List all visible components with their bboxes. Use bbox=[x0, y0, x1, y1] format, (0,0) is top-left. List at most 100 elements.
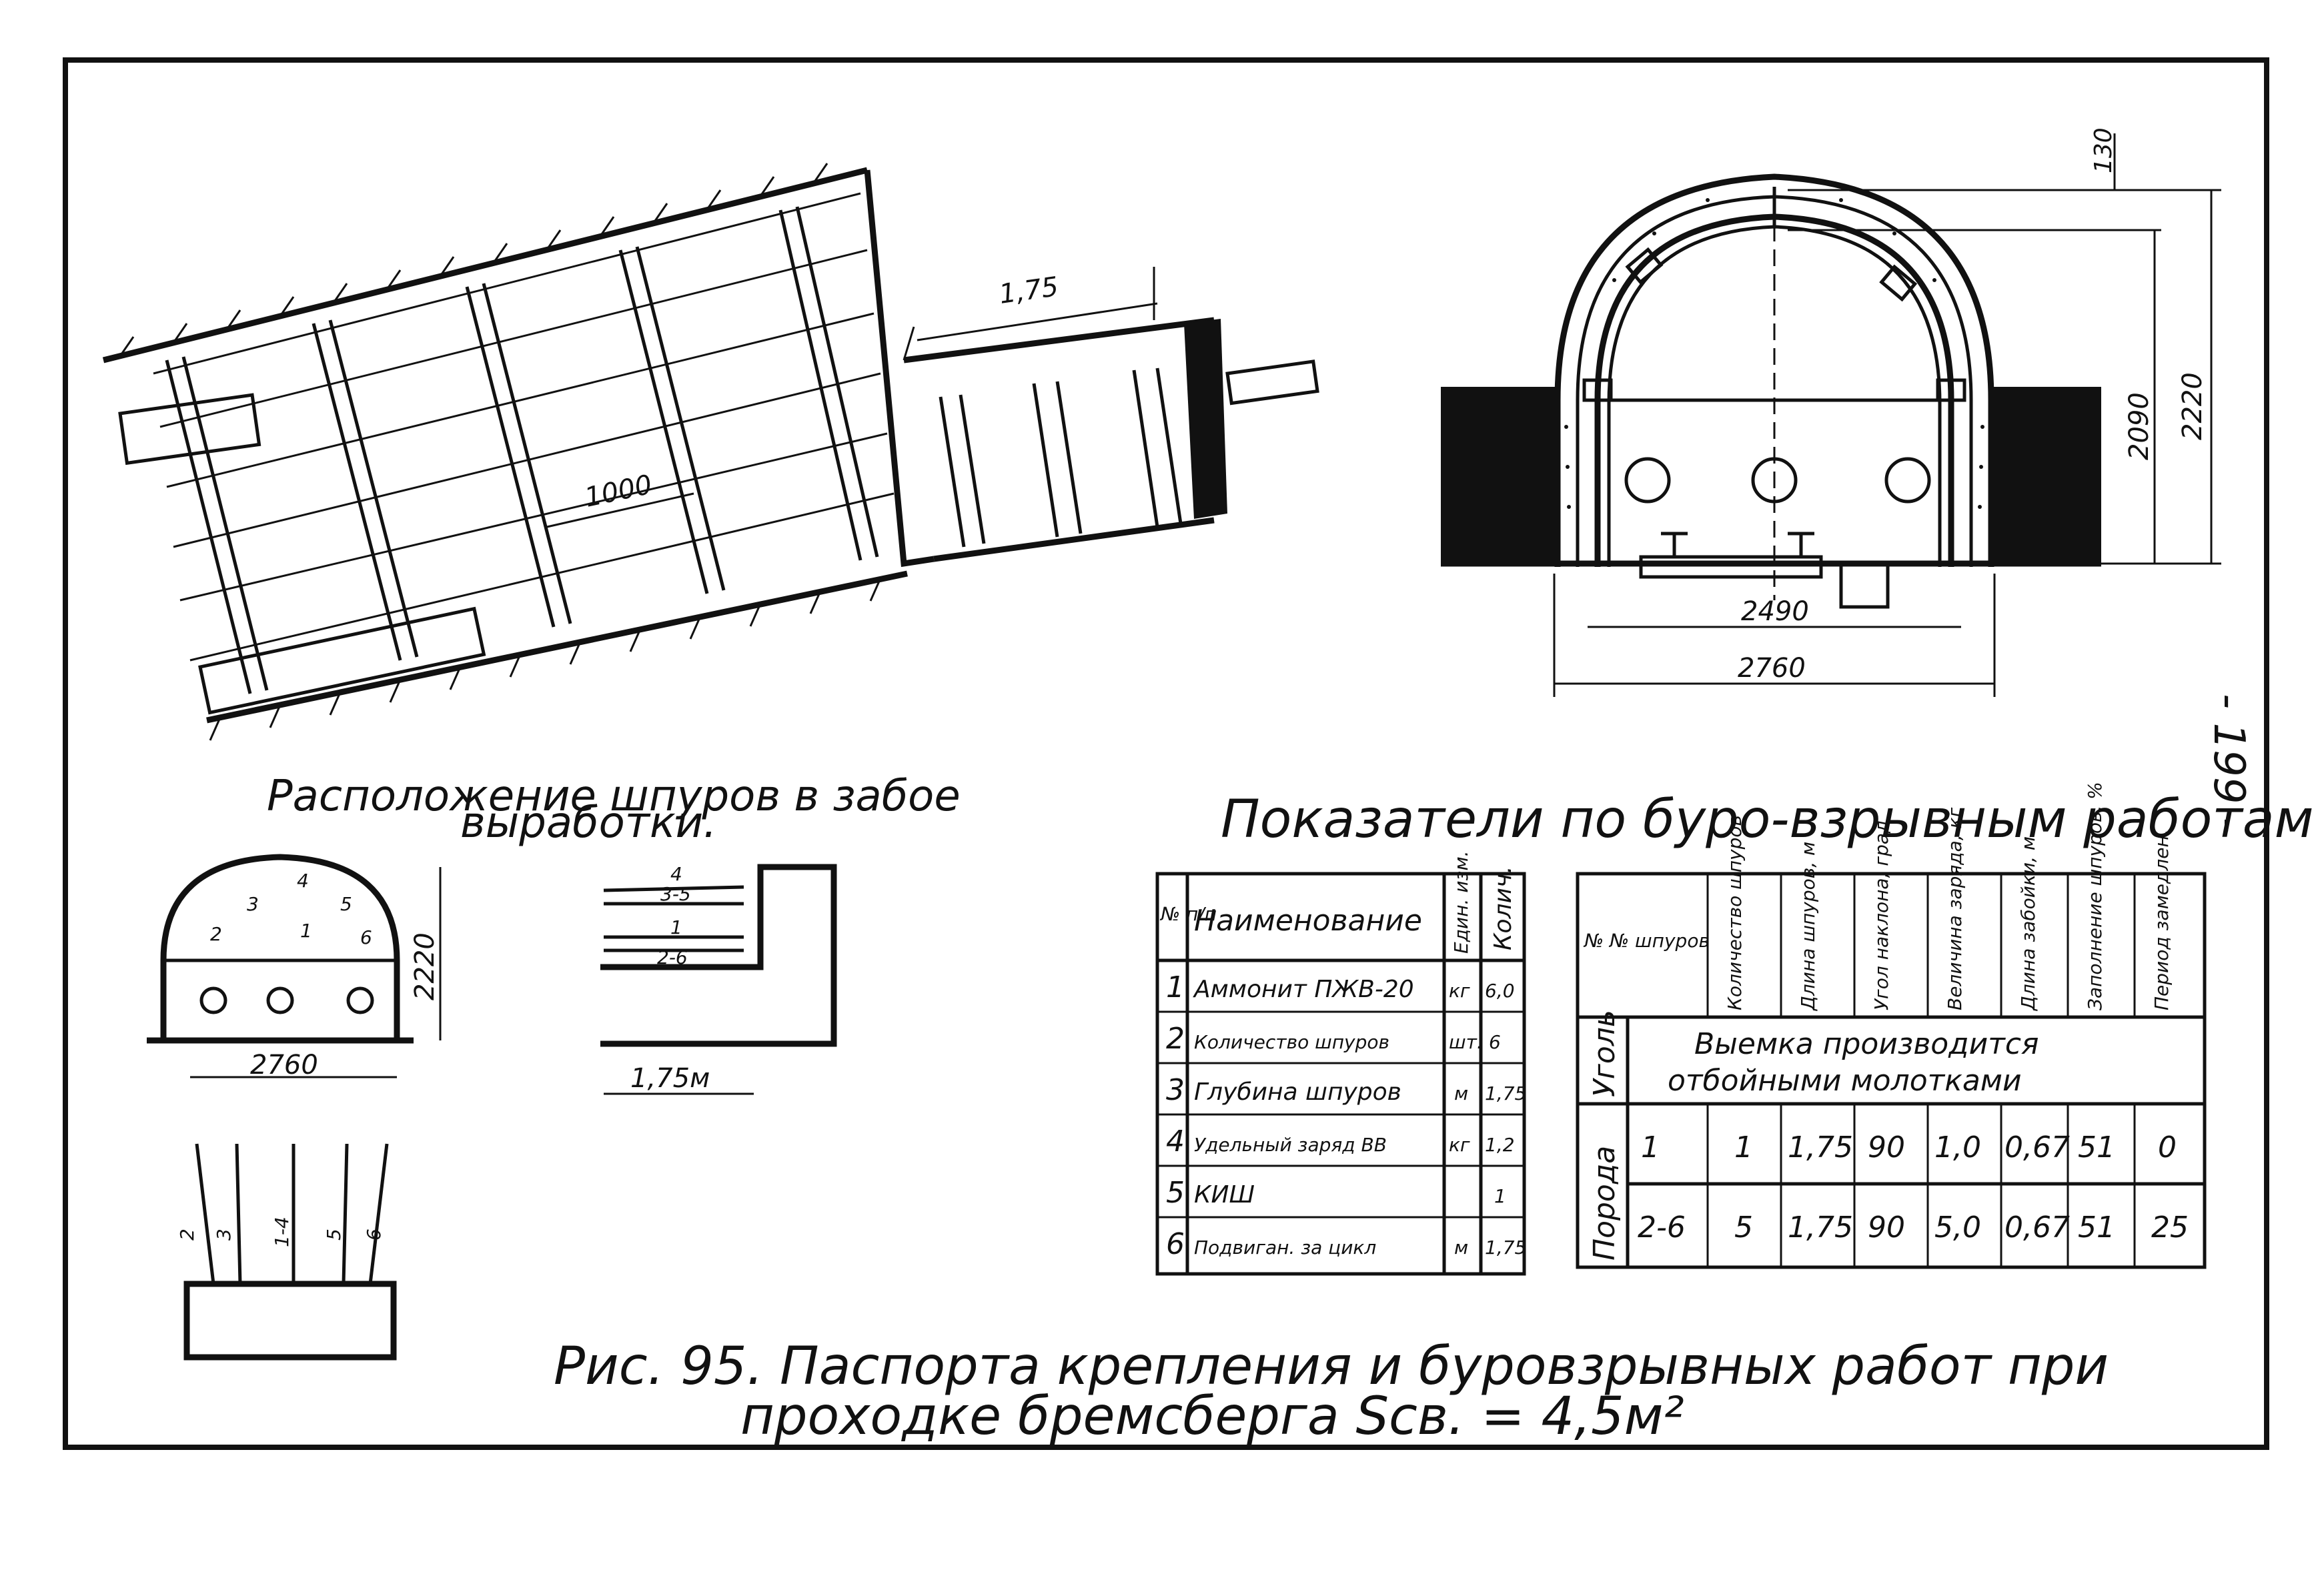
svg-text:90: 90 bbox=[1868, 1211, 1905, 1245]
lagging-boards bbox=[153, 192, 895, 662]
svg-text:1: 1 bbox=[1494, 1185, 1506, 1207]
bvr-title: Показатели по буро-взрывным работам bbox=[1221, 790, 2313, 850]
svg-text:51: 51 bbox=[2078, 1211, 2115, 1245]
floor-line bbox=[206, 570, 908, 724]
side-label-3-5: 3-5 bbox=[660, 883, 691, 905]
arch-clamps bbox=[1582, 187, 1966, 402]
svg-text:кг: кг bbox=[1449, 1134, 1470, 1156]
side-label-2-6: 2-6 bbox=[657, 946, 688, 968]
svg-text:Подвиган. за цикл: Подвиган. за цикл bbox=[1194, 1237, 1376, 1259]
side-outline bbox=[600, 864, 837, 1047]
svg-text:0,67: 0,67 bbox=[2004, 1211, 2070, 1245]
dim-w-outer: 2760 bbox=[1738, 653, 1806, 684]
svg-text:кг: кг bbox=[1449, 980, 1470, 1002]
svg-text:0,67: 0,67 bbox=[2004, 1130, 2070, 1164]
svg-text:Аммонит ПЖВ-20: Аммонит ПЖВ-20 bbox=[1193, 976, 1414, 1003]
svg-text:2: 2 bbox=[1166, 1022, 1185, 1056]
plan-label-1-4: 1-4 bbox=[271, 1217, 293, 1247]
face-hole-2: 2 bbox=[210, 923, 222, 945]
face-props bbox=[939, 367, 1183, 548]
svg-text:Глубина шпуров: Глубина шпуров bbox=[1194, 1078, 1401, 1106]
t1-h-name: Наименование bbox=[1194, 904, 1422, 938]
svg-text:6,0: 6,0 bbox=[1485, 980, 1515, 1002]
face-rock bbox=[1184, 319, 1227, 519]
svg-text:5,0: 5,0 bbox=[1934, 1211, 1981, 1245]
plan-label-6: 6 bbox=[363, 1229, 385, 1241]
t1-row-1: 1 Аммонит ПЖВ-20 кг 6,0 bbox=[1166, 970, 1515, 1004]
side-label-1: 1 bbox=[670, 916, 682, 938]
dim-top: 130 bbox=[2090, 127, 2117, 173]
svg-text:5: 5 bbox=[1734, 1211, 1753, 1245]
svg-text:1,75: 1,75 bbox=[1485, 1082, 1526, 1104]
floor-hatching bbox=[209, 578, 882, 741]
t2-h-fill: Заполнение шпуров, % bbox=[2084, 782, 2106, 1010]
svg-text:КИШ: КИШ bbox=[1194, 1181, 1255, 1209]
svg-text:Количество шпуров: Количество шпуров bbox=[1194, 1031, 1389, 1053]
svg-text:1,75: 1,75 bbox=[1788, 1211, 1853, 1245]
rock-right bbox=[1991, 387, 2101, 564]
dim-h-inner: 2090 bbox=[2124, 392, 2155, 460]
roof-hatching bbox=[119, 163, 828, 357]
t1-h-num: № п/п bbox=[1159, 903, 1217, 925]
t1-row-3: 3 Глубина шпуров м 1,75 bbox=[1166, 1073, 1526, 1107]
dim-h-outer: 2220 bbox=[2177, 372, 2208, 440]
svg-text:м: м bbox=[1454, 1237, 1468, 1259]
svg-text:4: 4 bbox=[1166, 1124, 1185, 1158]
t2-h-stemming: Длина забойки, м bbox=[2017, 836, 2039, 1012]
face-roof bbox=[903, 317, 1215, 363]
pipe bbox=[1225, 359, 1319, 406]
t2-h-angle: Угол наклона, град bbox=[1870, 820, 1892, 1010]
svg-text:25: 25 bbox=[2151, 1211, 2189, 1245]
holes-layout: Расположение шпуров в забое выработки. 4… bbox=[147, 772, 961, 1361]
svg-text:2-6: 2-6 bbox=[1638, 1211, 1686, 1245]
figure-caption-line2: проходке бремсберга Sсв. = 4,5м² bbox=[740, 1387, 1684, 1447]
svg-text:м: м bbox=[1454, 1082, 1468, 1104]
face-hole-1: 1 bbox=[300, 920, 312, 942]
svg-text:1,2: 1,2 bbox=[1485, 1134, 1515, 1156]
plan-label-5: 5 bbox=[323, 1229, 345, 1241]
figure-caption-line1: Рис. 95. Паспорта крепления и буровзрывн… bbox=[554, 1337, 2109, 1397]
t2-coal-note-1: Выемка производится bbox=[1694, 1027, 2039, 1061]
rock-left bbox=[1441, 387, 1558, 564]
svg-text:90: 90 bbox=[1868, 1130, 1905, 1164]
face-width: 2760 bbox=[250, 1050, 318, 1080]
holes-title-line2: выработки. bbox=[460, 798, 717, 848]
table-holes: № № шпуров Количество шпуров Длина шпуро… bbox=[1576, 782, 2207, 1269]
table-materials: № п/п Наименование Един. изм. Колич. 1 А… bbox=[1155, 851, 1526, 1276]
svg-text:5: 5 bbox=[1166, 1176, 1185, 1210]
t2-group-coal: Уголь bbox=[1588, 1010, 1622, 1097]
cross-section: 2490 2760 2090 2220 130 bbox=[1441, 127, 2221, 697]
dim-step-line bbox=[917, 302, 1158, 341]
rail-bed bbox=[1639, 555, 1823, 579]
outer-arch bbox=[1554, 173, 1994, 567]
svg-text:1: 1 bbox=[1734, 1130, 1753, 1164]
svg-text:1,0: 1,0 bbox=[1934, 1130, 1981, 1164]
beam-stub bbox=[118, 393, 261, 466]
sleeper-base bbox=[198, 606, 486, 715]
t1-h-qty: Колич. bbox=[1490, 866, 1517, 950]
face-height: 2220 bbox=[410, 932, 440, 1000]
face-hole-4: 4 bbox=[297, 870, 309, 892]
svg-text:0: 0 bbox=[2158, 1130, 2177, 1164]
t2-h-length: Длина шпуров, м bbox=[1797, 842, 1819, 1012]
step-outline bbox=[864, 169, 935, 568]
svg-text:3: 3 bbox=[1166, 1073, 1185, 1107]
dim-w-inner: 2490 bbox=[1741, 596, 1809, 627]
dim-step: 1,75 bbox=[997, 271, 1061, 310]
t1-row-6: 6 Подвиган. за цикл м 1,75 bbox=[1166, 1227, 1526, 1261]
t2-row-2: 2-6 5 1,75 90 5,0 0,67 51 25 bbox=[1638, 1211, 2189, 1245]
plan-block bbox=[183, 1281, 397, 1361]
plan-holes bbox=[195, 1143, 389, 1285]
side-depth: 1,75м bbox=[630, 1063, 710, 1094]
t1-row-4: 4 Удельный заряд ВВ кг 1,2 bbox=[1166, 1124, 1515, 1158]
side-label-4: 4 bbox=[670, 863, 682, 885]
svg-text:1,75: 1,75 bbox=[1788, 1130, 1853, 1164]
svg-text:шт.: шт. bbox=[1449, 1031, 1483, 1053]
svg-text:6: 6 bbox=[1166, 1227, 1185, 1261]
face-hole-6: 6 bbox=[360, 926, 372, 948]
svg-text:1,75: 1,75 bbox=[1485, 1237, 1526, 1259]
t2-h-charge: Величина заряда, кг bbox=[1944, 807, 1966, 1010]
frame-posts bbox=[165, 206, 879, 694]
hole-1 bbox=[1624, 457, 1671, 504]
